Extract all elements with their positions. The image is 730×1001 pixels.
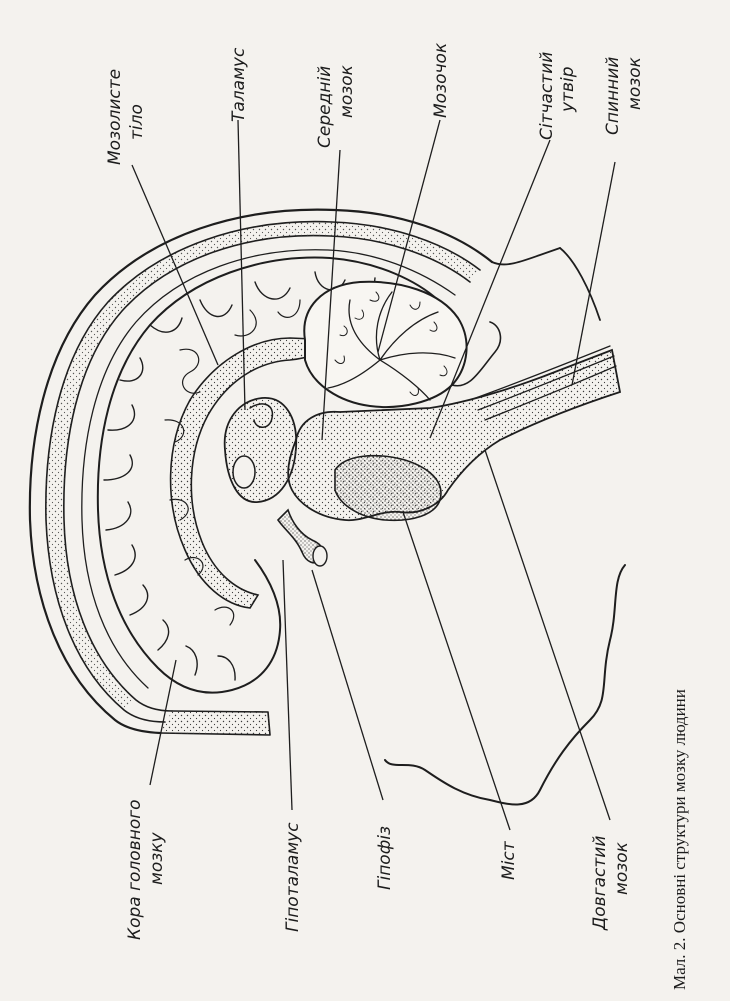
thalamus xyxy=(223,397,298,503)
label-hypothalamus: Гіпоталамус xyxy=(283,822,303,932)
leader-spinal-cord xyxy=(571,161,616,386)
leader-reticular-formation xyxy=(429,139,551,439)
leader-medulla xyxy=(484,449,611,821)
leader-corpus-callosum xyxy=(131,164,219,366)
leader-midbrain xyxy=(321,149,341,441)
label-corpus-callosum-2: тіло xyxy=(127,104,147,140)
label-midbrain-2: мозок xyxy=(337,64,357,118)
leader-cortex xyxy=(149,659,177,786)
label-thalamus: Таламус xyxy=(229,47,249,122)
label-cerebellum: Мозочок xyxy=(431,42,451,118)
bottom-labels: Кора головного мозку Гіпоталамус Гіпофіз… xyxy=(125,799,632,940)
label-pituitary: Гіпофіз xyxy=(375,826,395,890)
label-spinal-cord-2: мозок xyxy=(625,56,645,110)
label-spinal-cord-1: Спинний xyxy=(603,57,623,135)
cerebellum xyxy=(303,280,502,408)
brainstem xyxy=(287,345,622,522)
cerebral-cortex xyxy=(96,256,439,694)
leader-pons xyxy=(402,511,511,831)
skull xyxy=(28,208,561,736)
leader-cerebellum xyxy=(377,119,441,353)
label-medulla-1: Довгастий xyxy=(590,836,610,931)
label-reticular-1: Сітчастий xyxy=(537,52,557,140)
top-labels: Мозолисте тіло Таламус Середній мозок Мо… xyxy=(105,42,645,165)
label-cortex-1: Кора головного xyxy=(125,799,145,940)
corpus-callosum xyxy=(169,337,337,609)
face-profile xyxy=(384,247,626,806)
label-corpus-callosum-1: Мозолисте xyxy=(105,69,125,165)
leader-hypothalamus xyxy=(282,559,293,811)
leader-thalamus xyxy=(237,119,246,411)
label-reticular-2: утвір xyxy=(558,66,578,113)
figure-caption: Мал. 2. Основні структури мозку людини xyxy=(670,689,689,990)
label-medulla-2: мозок xyxy=(612,841,632,895)
leader-lines xyxy=(131,119,616,831)
label-pons: Міст xyxy=(499,840,519,880)
leader-pituitary xyxy=(311,569,384,801)
label-midbrain-1: Середній xyxy=(315,66,335,148)
label-cortex-2: мозку xyxy=(147,831,167,885)
pituitary xyxy=(276,508,328,567)
